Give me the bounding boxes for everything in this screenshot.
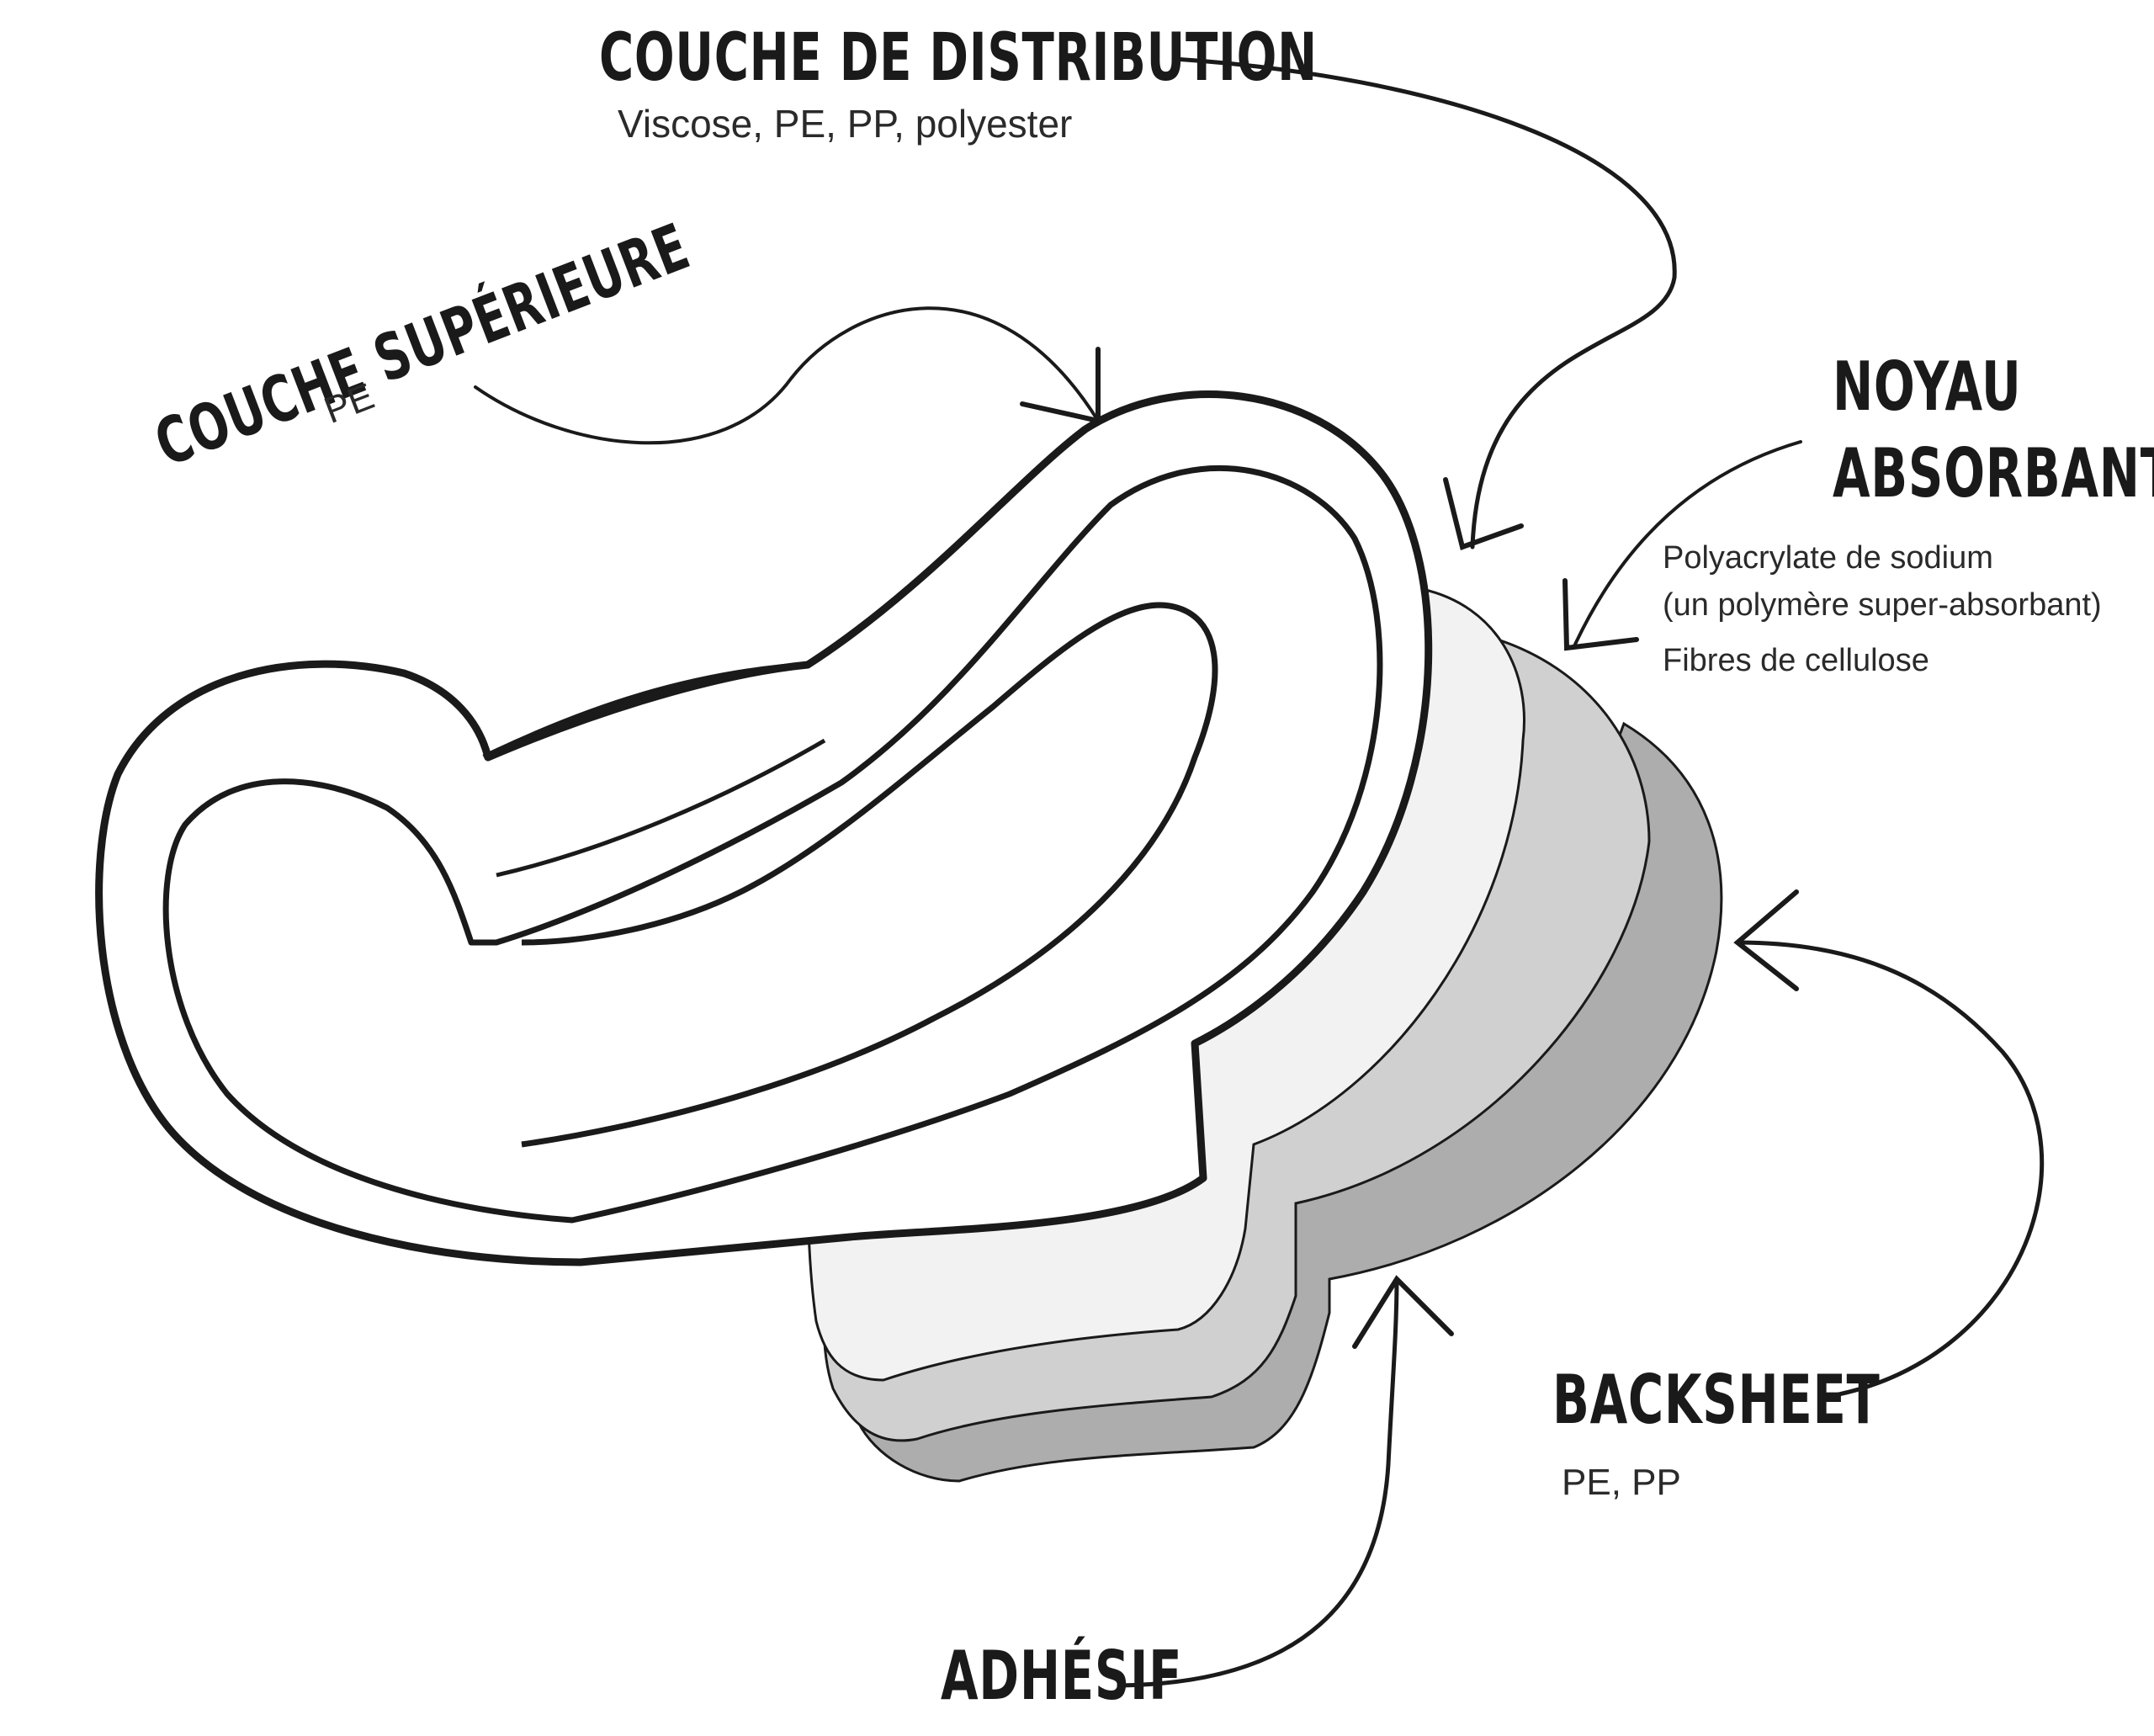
absorbent-core-arrowhead	[1562, 578, 1639, 651]
absorbent-core-material-2: Fibres de cellulose	[1663, 643, 1929, 678]
distribution-arrowhead	[1443, 477, 1524, 550]
absorbent-core-title-line2: ABSORBANT	[1833, 434, 2154, 512]
adhesive-arrowhead	[1352, 1275, 1454, 1349]
backsheet-arrowhead	[1733, 889, 1799, 991]
top-layer-leader-line	[474, 306, 1100, 445]
adhesive-title: ADHÉSIF	[941, 1637, 1183, 1715]
backsheet-leader-line	[1735, 940, 2045, 1399]
top-layer-wing-edge-2	[496, 738, 826, 878]
top-layer-arrowhead	[1020, 347, 1101, 424]
absorbent-core-material-1: Polyacrylate de sodium	[1663, 540, 1993, 576]
distribution-leader-line	[1171, 56, 1677, 549]
adhesive-leader-line	[1117, 1277, 1399, 1688]
top-layer-center-channel	[521, 602, 1218, 1148]
distribution-materials: Viscose, PE, PP, polyester	[618, 102, 1073, 146]
absorbent-core-title-line1: NOYAU	[1833, 348, 2022, 426]
absorbent-core-leader-line	[1572, 440, 1802, 650]
backsheet-title: BACKSHEET	[1552, 1361, 1881, 1439]
top-layer-inner-border	[162, 465, 1383, 1224]
distribution-title: COUCHE DE DISTRIBUTION	[599, 20, 1318, 96]
backsheet-materials: PE, PP	[1562, 1462, 1681, 1503]
absorbent-core-material-1-note: (un polymère super-absorbant)	[1663, 587, 2102, 623]
top-layer-wing-edge	[482, 661, 809, 761]
